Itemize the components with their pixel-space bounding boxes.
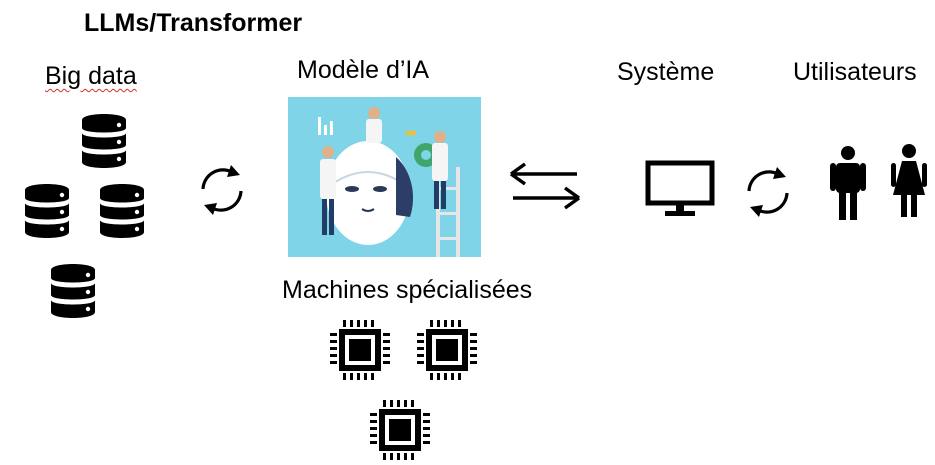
woman-icon [891,144,927,217]
users-label: Utilisateurs [793,58,917,86]
refresh-cycle-icon [738,162,798,222]
big-data-label: Big data [45,62,137,90]
database-icon [22,180,72,242]
monitor-icon [645,160,715,216]
refresh-cycle-icon [192,160,252,220]
bidirectional-arrows-icon [509,162,581,210]
system-label: Système [617,58,715,86]
model-label: Modèle d’IA [297,56,430,84]
diagram-title: LLMs/Transformer [84,9,303,37]
man-icon [830,146,866,220]
cpu-chip-icon [328,318,392,382]
database-icon [97,180,147,242]
machines-label: Machines spécialisées [282,276,533,304]
database-icon [79,110,129,172]
ai-head-illustration [288,97,481,257]
cpu-chip-icon [415,318,479,382]
cpu-chip-icon [368,398,432,462]
database-icon [48,260,98,322]
